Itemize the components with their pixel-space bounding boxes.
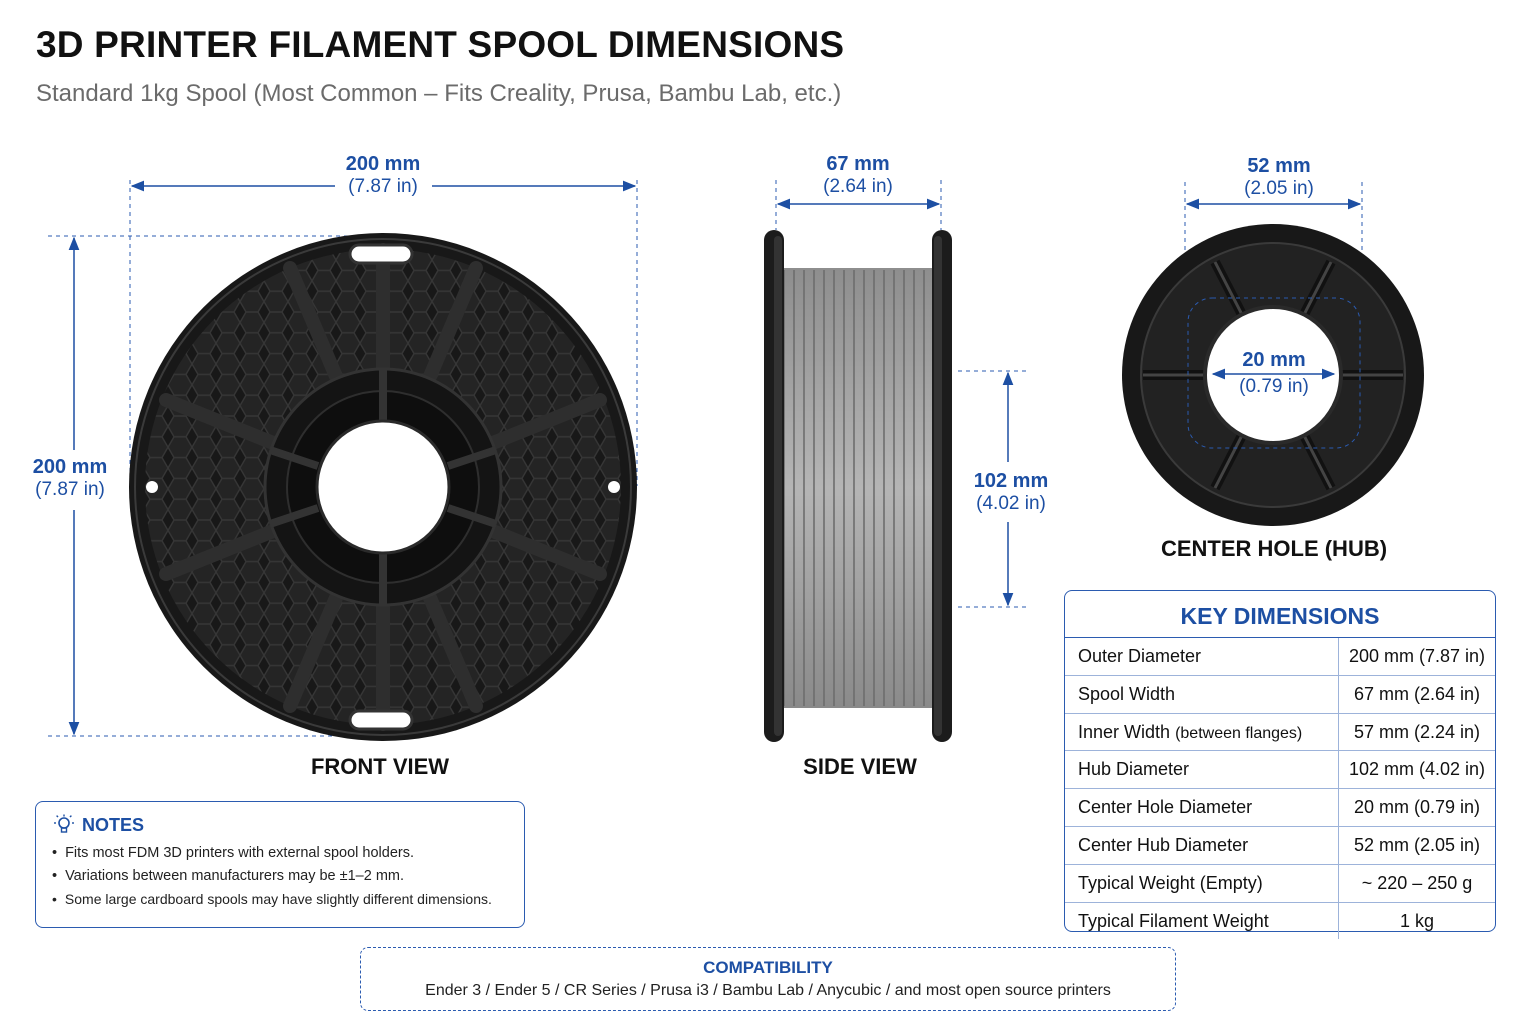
table-row: Hub Diameter 102 mm (4.02 in) xyxy=(1065,751,1495,790)
list-item: Fits most FDM 3D printers with external … xyxy=(52,842,492,865)
table-row: Typical Filament Weight 1 kg xyxy=(1065,902,1495,940)
row-name: Typical Weight (Empty) xyxy=(1065,864,1339,902)
center-hole-mm: 20 mm xyxy=(1242,349,1306,371)
compatibility-title: COMPATIBILITY xyxy=(703,958,833,977)
side-width-dimension: 67 mm (2.64 in) xyxy=(808,152,908,199)
center-hub-mm: 52 mm xyxy=(1247,155,1311,177)
row-value: 67 mm (2.64 in) xyxy=(1353,683,1481,704)
page-subtitle: Standard 1kg Spool (Most Common – Fits C… xyxy=(36,80,842,107)
hub-view-spool xyxy=(1122,182,1424,526)
hub-view-label: CENTER HOLE (HUB) xyxy=(1160,536,1388,561)
row-value: 52 mm (2.05 in) xyxy=(1353,834,1481,855)
front-height-mm: 200 mm xyxy=(32,456,108,478)
front-height-dimension: 200 mm (7.87 in) xyxy=(20,455,120,502)
row-note: (Empty) xyxy=(1199,872,1263,893)
notes-header: NOTES xyxy=(54,814,144,836)
table-row: Inner Width (between flanges) 57 mm (2.2… xyxy=(1065,713,1495,752)
row-value: 200 mm (7.87 in) xyxy=(1348,646,1486,666)
table-row: Center Hole Diameter 20 mm (0.79 in) xyxy=(1065,789,1495,827)
row-name: Spool Width xyxy=(1065,675,1339,713)
notes-box: NOTES Fits most FDM 3D printers with ext… xyxy=(35,801,525,928)
side-width-in: (2.64 in) xyxy=(823,176,893,197)
center-hole-in: (0.79 in) xyxy=(1239,376,1309,397)
row-name: Outer Diameter xyxy=(1065,638,1339,675)
front-view-label: FRONT VIEW xyxy=(310,754,450,779)
row-name: Inner Width (between flanges) xyxy=(1065,713,1339,751)
row-name: Hub Diameter xyxy=(1065,751,1339,789)
table-row: Outer Diameter 200 mm (7.87 in) xyxy=(1065,638,1495,676)
hub-diameter-dimension: 102 mm (4.02 in) xyxy=(961,469,1061,516)
center-hub-dimension: 52 mm (2.05 in) xyxy=(1229,154,1329,201)
row-value: 20 mm (0.79 in) xyxy=(1353,797,1481,818)
page-title: 3D PRINTER FILAMENT SPOOL DIMENSIONS xyxy=(36,24,845,65)
table-row: Typical Weight (Empty) ~ 220 – 250 g xyxy=(1065,864,1495,903)
row-name: Center Hub Diameter xyxy=(1065,826,1339,864)
table-row: Center Hub Diameter 52 mm (2.05 in) xyxy=(1065,826,1495,865)
center-hub-in: (2.05 in) xyxy=(1244,178,1314,199)
lightbulb-icon xyxy=(54,814,74,833)
table-row: Spool Width 67 mm (2.64 in) xyxy=(1065,675,1495,714)
compatibility-box: COMPATIBILITY Ender 3 / Ender 5 / CR Ser… xyxy=(360,947,1176,1011)
list-item: Some large cardboard spools may have sli… xyxy=(52,888,492,911)
front-height-in: (7.87 in) xyxy=(35,479,105,500)
center-hole-dimension: 20 mm (0.79 in) xyxy=(1224,348,1324,399)
row-note: (between flanges) xyxy=(1175,724,1303,742)
front-width-mm: 200 mm xyxy=(345,153,421,175)
key-dimensions-table: KEY DIMENSIONS Outer Diameter 200 mm (7.… xyxy=(1064,590,1496,940)
side-view-label: SIDE VIEW xyxy=(803,754,917,779)
row-value: 1 kg xyxy=(1399,910,1435,931)
hub-diameter-mm: 102 mm xyxy=(973,470,1049,492)
front-width-in: (7.87 in) xyxy=(348,176,418,197)
row-value: ~ 220 – 250 g xyxy=(1361,872,1473,893)
row-value: 57 mm (2.24 in) xyxy=(1353,721,1481,742)
row-name: Center Hole Diameter xyxy=(1065,789,1339,826)
side-view-spool xyxy=(764,180,1028,742)
front-view-spool xyxy=(48,180,638,741)
row-value: 102 mm (4.02 in) xyxy=(1348,759,1486,780)
front-width-dimension: 200 mm (7.87 in) xyxy=(333,152,433,199)
side-width-mm: 67 mm xyxy=(826,153,890,175)
compatibility-text: Ender 3 / Ender 5 / CR Series / Prusa i3… xyxy=(425,982,1111,999)
notes-title: NOTES xyxy=(82,814,145,835)
hub-diameter-in: (4.02 in) xyxy=(976,493,1046,514)
row-name: Typical Filament Weight xyxy=(1065,902,1339,940)
list-item: Variations between manufacturers may be … xyxy=(52,865,492,888)
key-dimensions-title: KEY DIMENSIONS xyxy=(1065,591,1495,638)
notes-list: Fits most FDM 3D printers with external … xyxy=(52,842,492,911)
